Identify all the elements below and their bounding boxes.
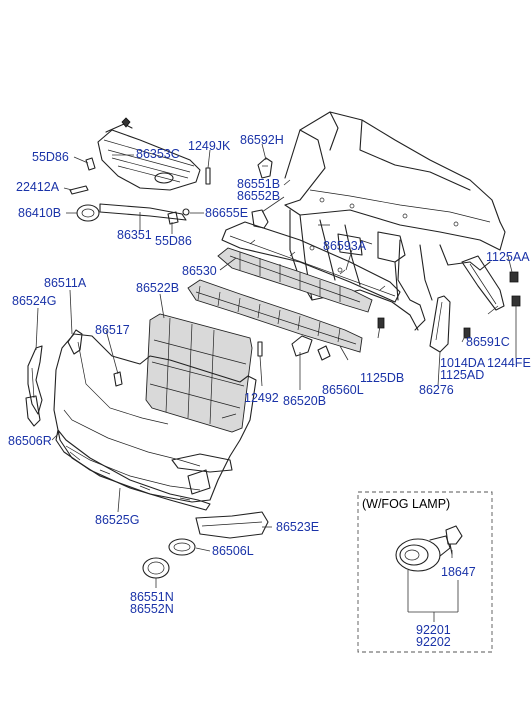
lower-grille-86560L	[187, 279, 363, 353]
label-22412A: 22412A	[16, 180, 60, 194]
bumper-cover-86511A	[53, 333, 257, 503]
label-86655E: 86655E	[205, 206, 248, 220]
label-86506L: 86506L	[212, 544, 254, 558]
fog-cover-86506R	[25, 395, 41, 427]
emblem-86410B	[76, 204, 100, 222]
side-bracket-86524G	[27, 345, 43, 415]
bracket-86551B	[251, 209, 269, 229]
bolt-12492	[257, 341, 263, 357]
label-86520B: 86520B	[283, 394, 326, 408]
label-86511A: 86511A	[44, 276, 87, 290]
part-labels: 55D86 86353C 1249JK 86592H 22412A 86551B…	[8, 133, 531, 649]
clip-86517	[113, 371, 123, 387]
label-86560L: 86560L	[322, 383, 364, 397]
bracket-86591C	[461, 255, 505, 311]
label-1249JK: 1249JK	[188, 139, 231, 153]
radiator-grille-86353C	[97, 123, 201, 191]
leader-lines	[35, 143, 517, 622]
label-86591C: 86591C	[466, 335, 510, 349]
fog-cover-86506L	[168, 538, 196, 556]
fog-cover-86551N	[142, 557, 170, 579]
grille-moulding-86351	[99, 203, 187, 221]
bracket-86276	[429, 295, 451, 353]
bumper-beam-86530	[221, 221, 401, 303]
moulding-86523E	[195, 511, 269, 539]
strip-22412A	[69, 185, 89, 195]
label-86552N: 86552N	[130, 602, 174, 616]
label-1244FE: 1244FE	[487, 356, 531, 370]
fog-lamp-box: (W/FOG LAMP)	[357, 491, 493, 653]
grille-emblem-clip	[121, 117, 131, 128]
label-86524G: 86524G	[12, 294, 56, 308]
front-body-structure	[284, 111, 506, 331]
fog-lamp-92201	[395, 535, 451, 572]
hood-latch-86592H	[257, 157, 273, 179]
bolt-1125AA	[509, 271, 519, 283]
clip-55D86-b	[167, 211, 179, 225]
lower-lip-86525G	[55, 429, 211, 511]
bolt-1244FE	[511, 295, 521, 307]
label-86353C: 86353C	[136, 147, 180, 161]
label-1125DB: 1125DB	[360, 371, 404, 385]
label-1125AA: 1125AA	[486, 250, 530, 264]
clip-86655E	[182, 208, 190, 216]
label-86552B: 86552B	[237, 189, 280, 203]
label-86522B: 86522B	[136, 281, 179, 295]
grille-insert-86522B	[145, 313, 253, 433]
label-86551N: 86551N	[130, 590, 174, 604]
label-86593A: 86593A	[323, 239, 367, 253]
upper-grille-86593A	[217, 247, 373, 313]
label-92201: 92201	[416, 623, 451, 637]
bumper-tab-86511A	[67, 329, 83, 355]
label-86523E: 86523E	[276, 520, 319, 534]
label-55D86-b: 55D86	[155, 234, 192, 248]
bracket-86520B	[291, 335, 331, 361]
label-86525G: 86525G	[95, 513, 139, 527]
label-92202: 92202	[416, 635, 451, 649]
label-55D86-a: 55D86	[32, 150, 69, 164]
label-86592H: 86592H	[240, 133, 284, 147]
label-1014DA: 1014DA	[440, 356, 486, 370]
label-18647: 18647	[441, 565, 476, 579]
label-86506R: 86506R	[8, 434, 52, 448]
label-86276: 86276	[419, 383, 454, 397]
screw-1249JK	[205, 167, 211, 185]
label-86410B: 86410B	[18, 206, 61, 220]
bolt-1125DB	[377, 317, 385, 329]
fog-lamp-box-title: (W/FOG LAMP)	[362, 497, 450, 511]
clip-55D86-a	[85, 157, 96, 171]
label-12492: 12492	[244, 391, 279, 405]
label-86530: 86530	[182, 264, 217, 278]
label-86517: 86517	[95, 323, 130, 337]
label-86551B: 86551B	[237, 177, 280, 191]
label-86351: 86351	[117, 228, 152, 242]
label-1125AD: 1125AD	[440, 368, 484, 382]
